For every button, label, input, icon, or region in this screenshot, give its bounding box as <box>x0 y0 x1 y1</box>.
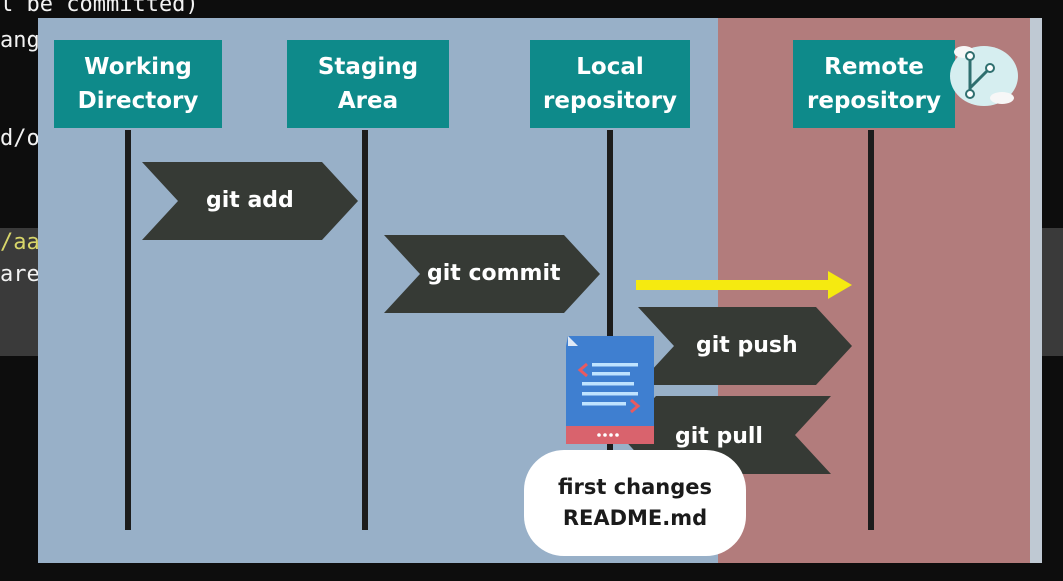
stage-label: repository <box>807 88 941 114</box>
git-add-label: git add <box>206 188 294 213</box>
terminal-line: l be committed) <box>0 0 199 17</box>
file-note-line: first changes <box>557 475 713 499</box>
git-commit-label: git commit <box>427 261 561 286</box>
git-workflow-diagram: Working Directory Staging Area Local rep… <box>38 18 1042 563</box>
git-pull-label: git pull <box>675 424 763 449</box>
slide-border <box>1030 18 1042 563</box>
git-push-label: git push <box>696 333 798 358</box>
stage-label: Working <box>84 54 192 80</box>
stage-label: Area <box>337 88 399 114</box>
stage-remote-repository: Remote repository <box>793 40 955 128</box>
stage-label: Remote <box>824 54 924 80</box>
git-commit-arrow <box>384 235 600 313</box>
stage-label: Local <box>576 54 644 80</box>
stage-label: Staging <box>317 54 419 80</box>
yellow-arrow <box>636 271 852 299</box>
file-note: first changes README.md <box>524 450 746 556</box>
lifeline-local-repository <box>607 130 613 530</box>
git-branch-cloud-icon <box>950 46 1018 106</box>
git-add-arrow <box>142 162 358 240</box>
document-icon <box>566 336 654 444</box>
lifeline-staging-area <box>362 130 368 530</box>
terminal-line: are <box>0 262 40 287</box>
stage-label: repository <box>543 88 677 114</box>
lifeline-remote-repository <box>868 130 874 530</box>
file-note-filename: README.md <box>562 506 708 530</box>
stage-label: Directory <box>77 88 199 114</box>
terminal-line: /aa <box>0 230 40 255</box>
terminal-line: ang <box>0 28 40 53</box>
stage-local-repository: Local repository <box>530 40 690 128</box>
stage-staging-area: Staging Area <box>287 40 449 128</box>
stage-working-directory: Working Directory <box>54 40 222 128</box>
lifeline-working-directory <box>125 130 131 530</box>
git-push-arrow <box>638 307 852 385</box>
terminal-line: d/o <box>0 126 40 151</box>
